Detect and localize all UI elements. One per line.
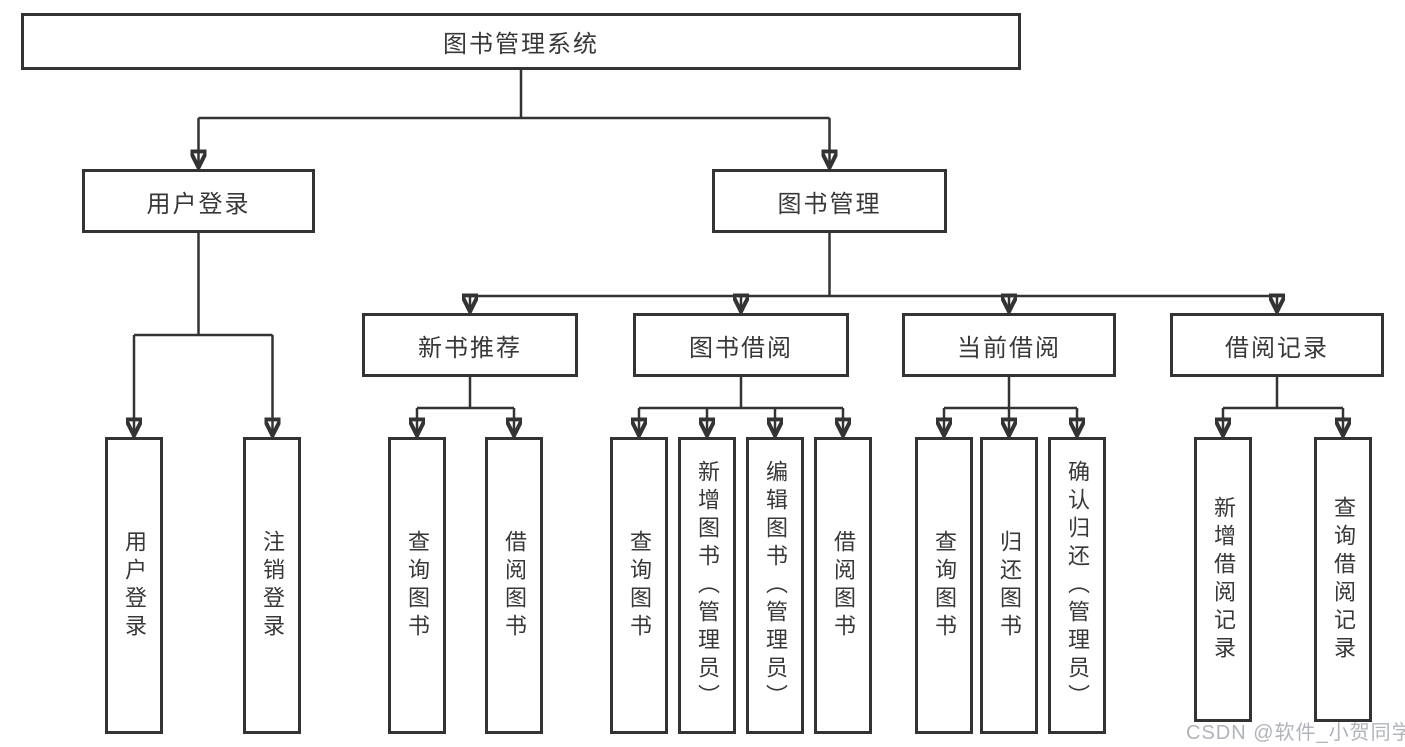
node-borrow-records-label: 借阅记录 [1225,334,1329,362]
leaf-borrow-books: 借阅图书 [814,437,872,734]
leaf-add-borrow-record: 新增借阅记录 [1194,437,1252,722]
leaf-logout: 注销登录 [243,437,301,734]
leaf-query-books-borrow: 查询图书 [610,437,668,734]
leaf-query-borrow-record-label: 查询借阅记录 [1331,495,1356,664]
node-new-book-recommend-label: 新书推荐 [418,334,522,362]
node-borrow-records: 借阅记录 [1170,313,1384,377]
leaf-return-book: 归还图书 [980,437,1038,734]
leaf-edit-book-admin: 编辑图书（管理员） [746,437,804,734]
leaf-confirm-return-admin: 确认归还（管理员） [1048,437,1106,734]
leaf-confirm-return-admin-label: 确认归还（管理员） [1065,459,1090,712]
leaf-query-books-current-label: 查询图书 [932,529,957,642]
leaf-user-login-label: 用户登录 [122,529,147,642]
leaf-query-books-recommend: 查询图书 [388,437,446,734]
leaf-query-books-current: 查询图书 [915,437,973,734]
leaf-query-books-recommend-label: 查询图书 [405,529,430,642]
leaf-query-books-borrow-label: 查询图书 [627,529,652,642]
leaf-edit-book-admin-label: 编辑图书（管理员） [763,459,788,712]
leaf-user-login: 用户登录 [105,437,163,734]
node-current-borrow-label: 当前借阅 [957,334,1061,362]
node-user-login: 用户登录 [82,169,315,233]
leaf-borrow-books-label: 借阅图书 [831,529,856,642]
node-book-management: 图书管理 [712,169,947,233]
leaf-query-borrow-record: 查询借阅记录 [1314,437,1372,722]
node-book-borrow-label: 图书借阅 [689,334,793,362]
leaf-add-book-admin-label: 新增图书（管理员） [695,459,720,712]
leaf-return-book-label: 归还图书 [997,529,1022,642]
leaf-add-book-admin: 新增图书（管理员） [678,437,736,734]
node-root-system: 图书管理系统 [21,13,1021,70]
csdn-watermark: CSDN @软件_小贺同学 [1186,722,1405,744]
node-book-borrow: 图书借阅 [633,313,849,377]
node-book-management-label: 图书管理 [777,190,882,218]
leaf-borrow-books-recommend-label: 借阅图书 [502,529,527,642]
node-root-label: 图书管理系统 [443,31,599,58]
leaf-add-borrow-record-label: 新增借阅记录 [1211,495,1236,664]
node-new-book-recommend: 新书推荐 [362,313,578,377]
leaf-borrow-books-recommend: 借阅图书 [485,437,543,734]
node-user-login-label: 用户登录 [146,190,251,218]
node-current-borrow: 当前借阅 [902,313,1116,377]
leaf-logout-label: 注销登录 [260,529,285,642]
